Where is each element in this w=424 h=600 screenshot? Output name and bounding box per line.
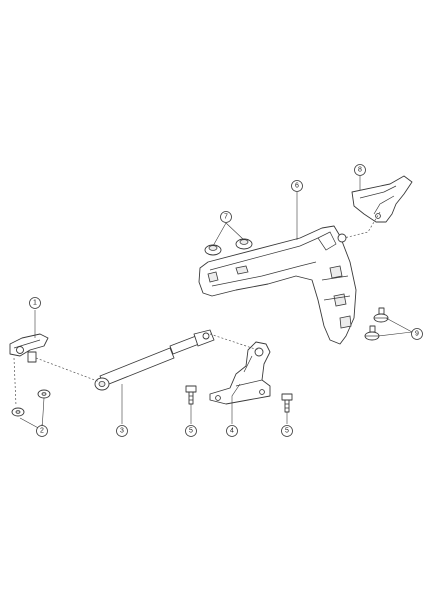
part-nut-left [204, 244, 222, 256]
part-screw-right [281, 393, 293, 413]
leader-lines [19, 176, 413, 431]
callout-8-label: 8 [358, 167, 362, 174]
callout-9: 9 [411, 328, 423, 340]
callout-5-right: 5 [281, 425, 293, 437]
callout-7: 7 [220, 211, 232, 223]
part-bolt-upper [373, 307, 389, 323]
part-washer-upper [37, 389, 51, 399]
callout-3: 3 [116, 425, 128, 437]
callout-5-left: 5 [185, 425, 197, 437]
callout-3-label: 3 [120, 428, 124, 435]
part-gas-strut [94, 329, 215, 391]
callout-2-label: 2 [40, 428, 44, 435]
callout-5-right-label: 5 [285, 428, 289, 435]
callout-1-label: 1 [33, 300, 37, 307]
part-hinge-arm [198, 225, 357, 345]
part-screw-left [185, 385, 197, 405]
alignment-lines [13, 211, 381, 407]
part-bolt-lower [364, 325, 380, 341]
callout-9-label: 9 [415, 331, 419, 338]
part-lower-bracket [209, 341, 271, 405]
callout-4-label: 4 [230, 428, 234, 435]
part-washer-lower [11, 407, 25, 417]
part-mount-plate [9, 333, 49, 363]
callout-6-label: 6 [295, 183, 299, 190]
callout-6: 6 [291, 180, 303, 192]
part-bracket-top [351, 175, 413, 223]
callout-7-label: 7 [224, 214, 228, 221]
callout-2: 2 [36, 425, 48, 437]
callout-8: 8 [354, 164, 366, 176]
callout-1: 1 [29, 297, 41, 309]
part-nut-right [235, 238, 253, 250]
callout-5-left-label: 5 [189, 428, 193, 435]
callout-4: 4 [226, 425, 238, 437]
